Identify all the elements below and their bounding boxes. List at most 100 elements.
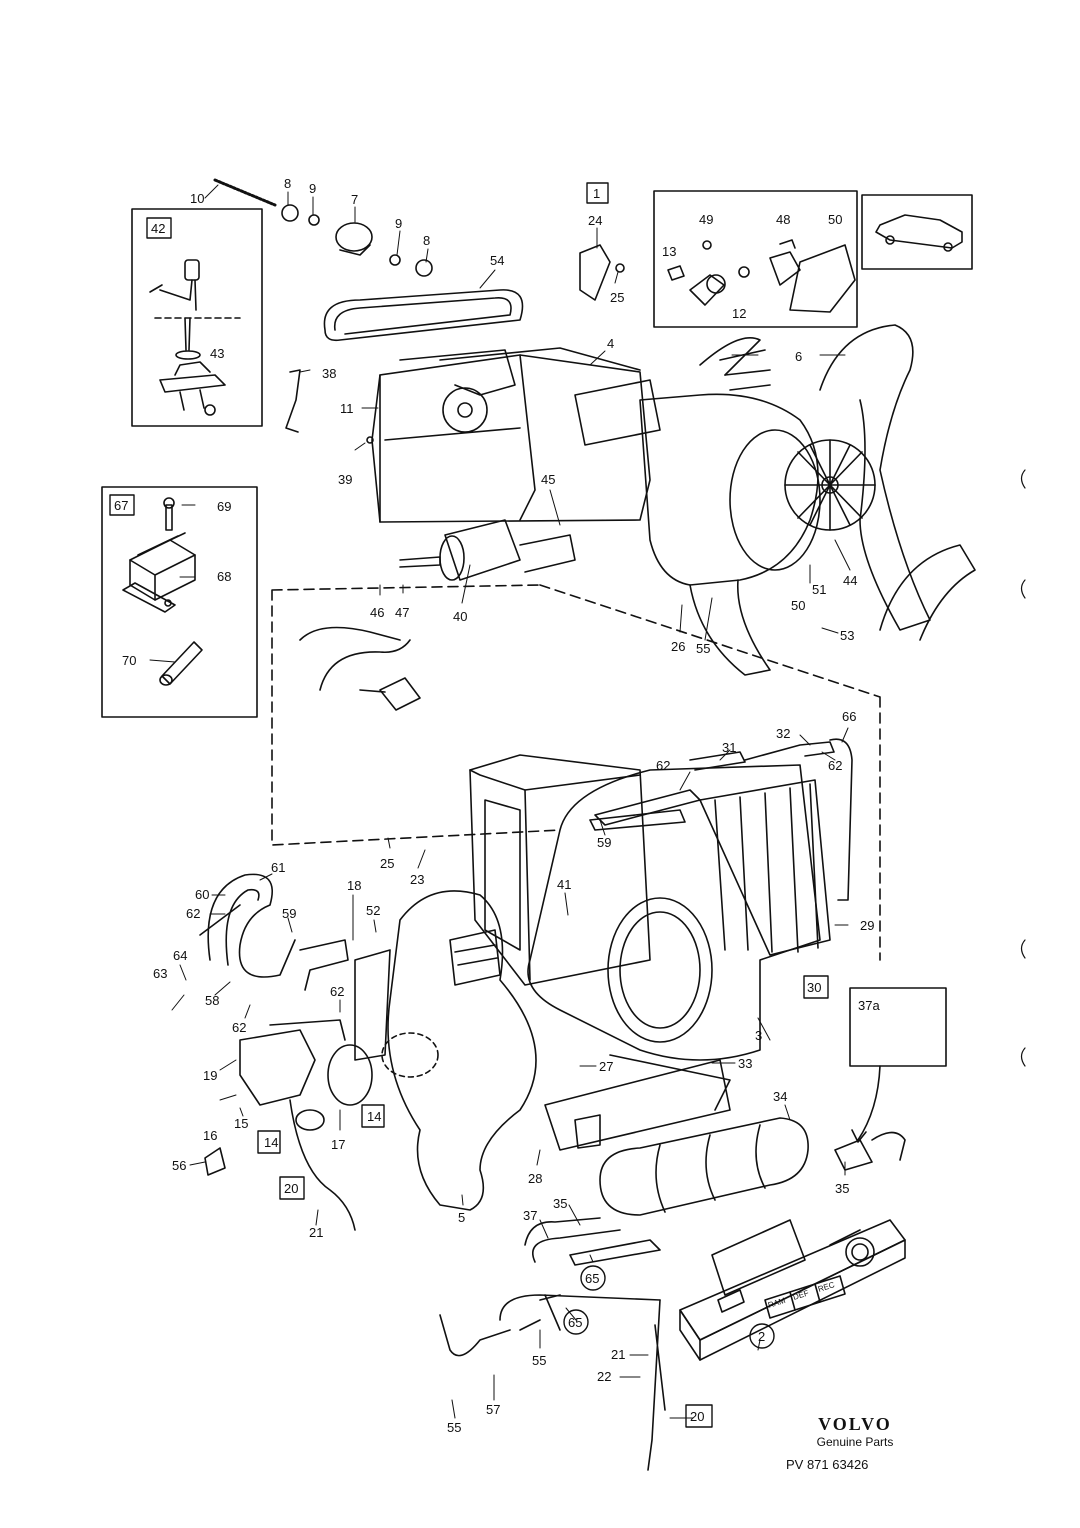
callout-26: 26 [671,639,685,654]
callout-45: 45 [541,472,555,487]
callout-7: 7 [351,192,358,207]
callout-21: 21 [611,1347,625,1362]
inset-box-37a [849,987,947,1067]
callout-13: 13 [662,244,676,259]
callout-37a: 37a [858,998,880,1013]
callout-64: 64 [173,948,187,963]
callout-49: 49 [699,212,713,227]
arrow-37a [857,1065,881,1141]
callout-21: 21 [309,1225,323,1240]
callout-58: 58 [205,993,219,1008]
callout-34: 34 [773,1089,787,1104]
callout-57: 57 [486,1402,500,1417]
callout-23: 23 [410,872,424,887]
callout-55: 55 [696,641,710,656]
callout-30: 30 [807,980,821,995]
callout-27: 27 [599,1059,613,1074]
callout-17: 17 [331,1137,345,1152]
callout-31: 31 [722,740,736,755]
callout-8: 8 [284,176,291,191]
callout-33: 33 [738,1056,752,1071]
callout-41: 41 [557,877,571,892]
callout-37: 37 [523,1208,537,1223]
callout-62: 62 [828,758,842,773]
callout-59: 59 [597,835,611,850]
control-panel-2 [647,1219,906,1471]
callout-6: 6 [795,349,802,364]
callout-9: 9 [309,181,316,196]
vacuum-unit-12 [667,239,856,313]
callout-65: 65 [568,1315,582,1330]
callout-66: 66 [842,709,856,724]
car-thumbnail [875,214,963,252]
callout-3: 3 [755,1028,762,1043]
callout-9: 9 [395,216,402,231]
callout-52: 52 [366,903,380,918]
motor-40 [299,519,576,711]
leader-lines [149,184,851,1419]
heater-housing-lower [469,754,831,1061]
callout-55: 55 [532,1353,546,1368]
inset-box-car [861,194,973,270]
callout-62: 62 [656,758,670,773]
callout-61: 61 [271,860,285,875]
callout-10: 10 [190,191,204,206]
callout-32: 32 [776,726,790,741]
callout-18: 18 [347,878,361,893]
callout-50: 50 [791,598,805,613]
callout-70: 70 [122,653,136,668]
callout-2: 2 [758,1329,765,1344]
callout-47: 47 [395,605,409,620]
upper-hardware [213,178,625,444]
margin-marks [1020,469,1026,1067]
callout-68: 68 [217,569,231,584]
callout-20: 20 [284,1181,298,1196]
callout-16: 16 [203,1128,217,1143]
resistor-68 [122,497,196,613]
blower-assembly [639,324,976,676]
callout-24: 24 [588,213,602,228]
callout-69: 69 [217,499,231,514]
part-number: PV 871 63426 [786,1457,869,1472]
callout-53: 53 [840,628,854,643]
inset-box-42 [131,208,263,427]
callout-28: 28 [528,1171,542,1186]
callout-12: 12 [732,306,746,321]
callout-40: 40 [453,609,467,624]
callout-55: 55 [447,1420,461,1435]
bracket-18 [299,939,349,991]
callout-11: 11 [340,401,354,416]
callout-4: 4 [607,336,614,351]
callout-43: 43 [210,346,224,361]
callout-56: 56 [172,1158,186,1173]
switch-assembly-42 [149,259,241,416]
callout-67: 67 [114,498,128,513]
callout-46: 46 [370,605,384,620]
callout-14: 14 [367,1109,381,1124]
callout-22: 22 [597,1369,611,1384]
callout-60: 60 [195,887,209,902]
valve-assembly-14 [204,1019,373,1231]
callout-29: 29 [860,918,874,933]
callout-38: 38 [322,366,336,381]
fuse-70 [159,641,203,686]
air-duct-5 [354,890,537,1211]
callout-5: 5 [458,1210,465,1225]
callout-63: 63 [153,966,167,981]
air-bag-34 [544,1054,809,1216]
callout-48: 48 [776,212,790,227]
callout-8: 8 [423,233,430,248]
callout-62: 62 [330,984,344,999]
callout-59: 59 [282,906,296,921]
callout-62: 62 [186,906,200,921]
brand-block: VOLVO Genuine Parts [790,1414,920,1449]
volvo-logo: VOLVO [818,1414,892,1434]
callout-20: 20 [690,1409,704,1424]
callout-labels: 10 8 9 7 9 8 1 24 25 54 42 43 38 11 39 4… [114,176,880,1435]
callout-1: 1 [593,186,600,201]
callout-62: 62 [232,1020,246,1035]
callout-50: 50 [828,212,842,227]
brand-subtitle: Genuine Parts [816,1435,894,1449]
inset-box-12 [653,190,858,328]
